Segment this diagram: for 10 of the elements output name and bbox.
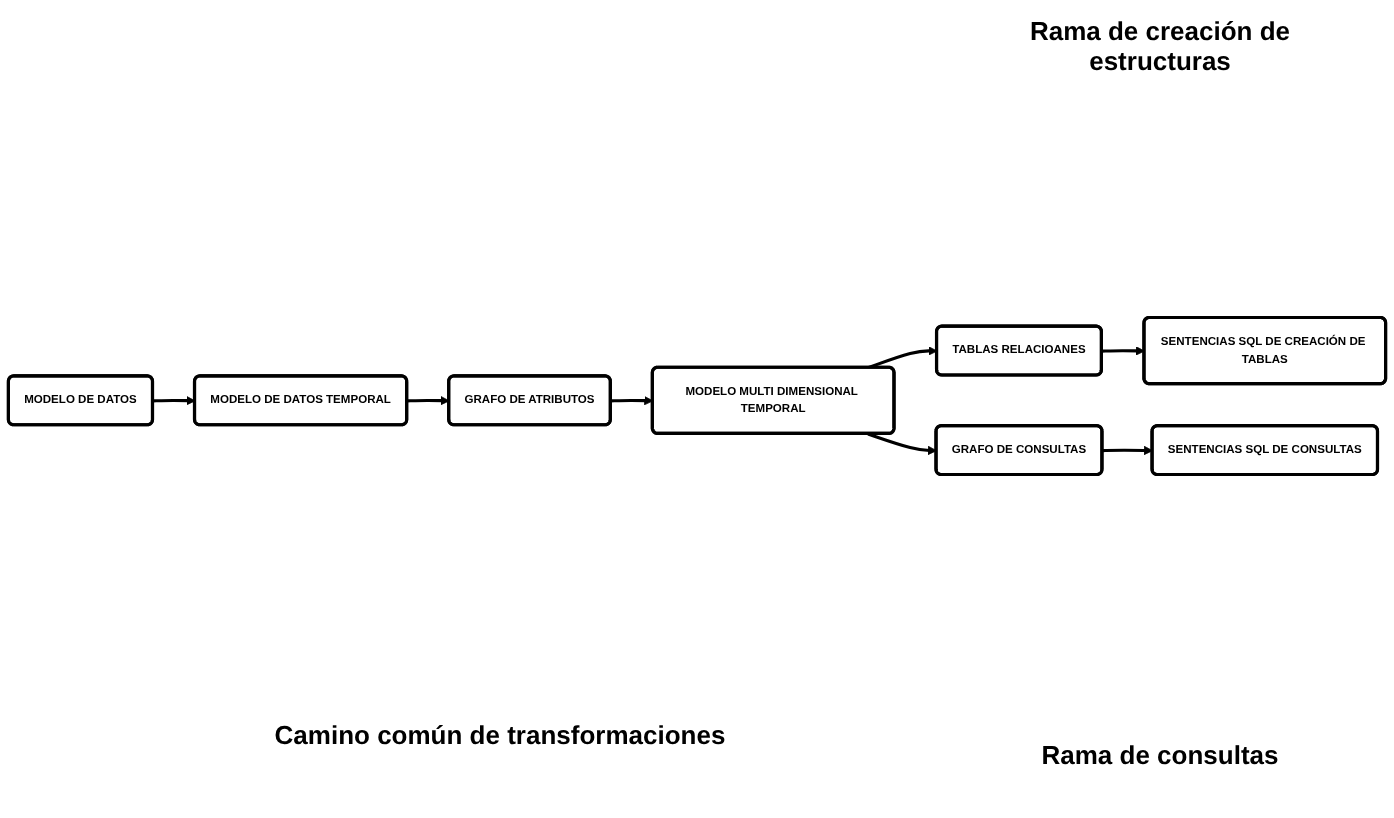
arrow: [1101, 346, 1145, 356]
brace-label: Rama de creación de estructuras: [1027, 16, 1293, 76]
arrow: [152, 396, 196, 406]
arrow: [407, 396, 450, 406]
arrow: [867, 432, 937, 456]
arrow: [867, 346, 938, 370]
arrow: [610, 396, 654, 406]
arrow: [1102, 445, 1153, 456]
brace-label: Camino común de transformaciones: [272, 720, 728, 750]
brace-label: Rama de consultas: [1039, 740, 1281, 770]
